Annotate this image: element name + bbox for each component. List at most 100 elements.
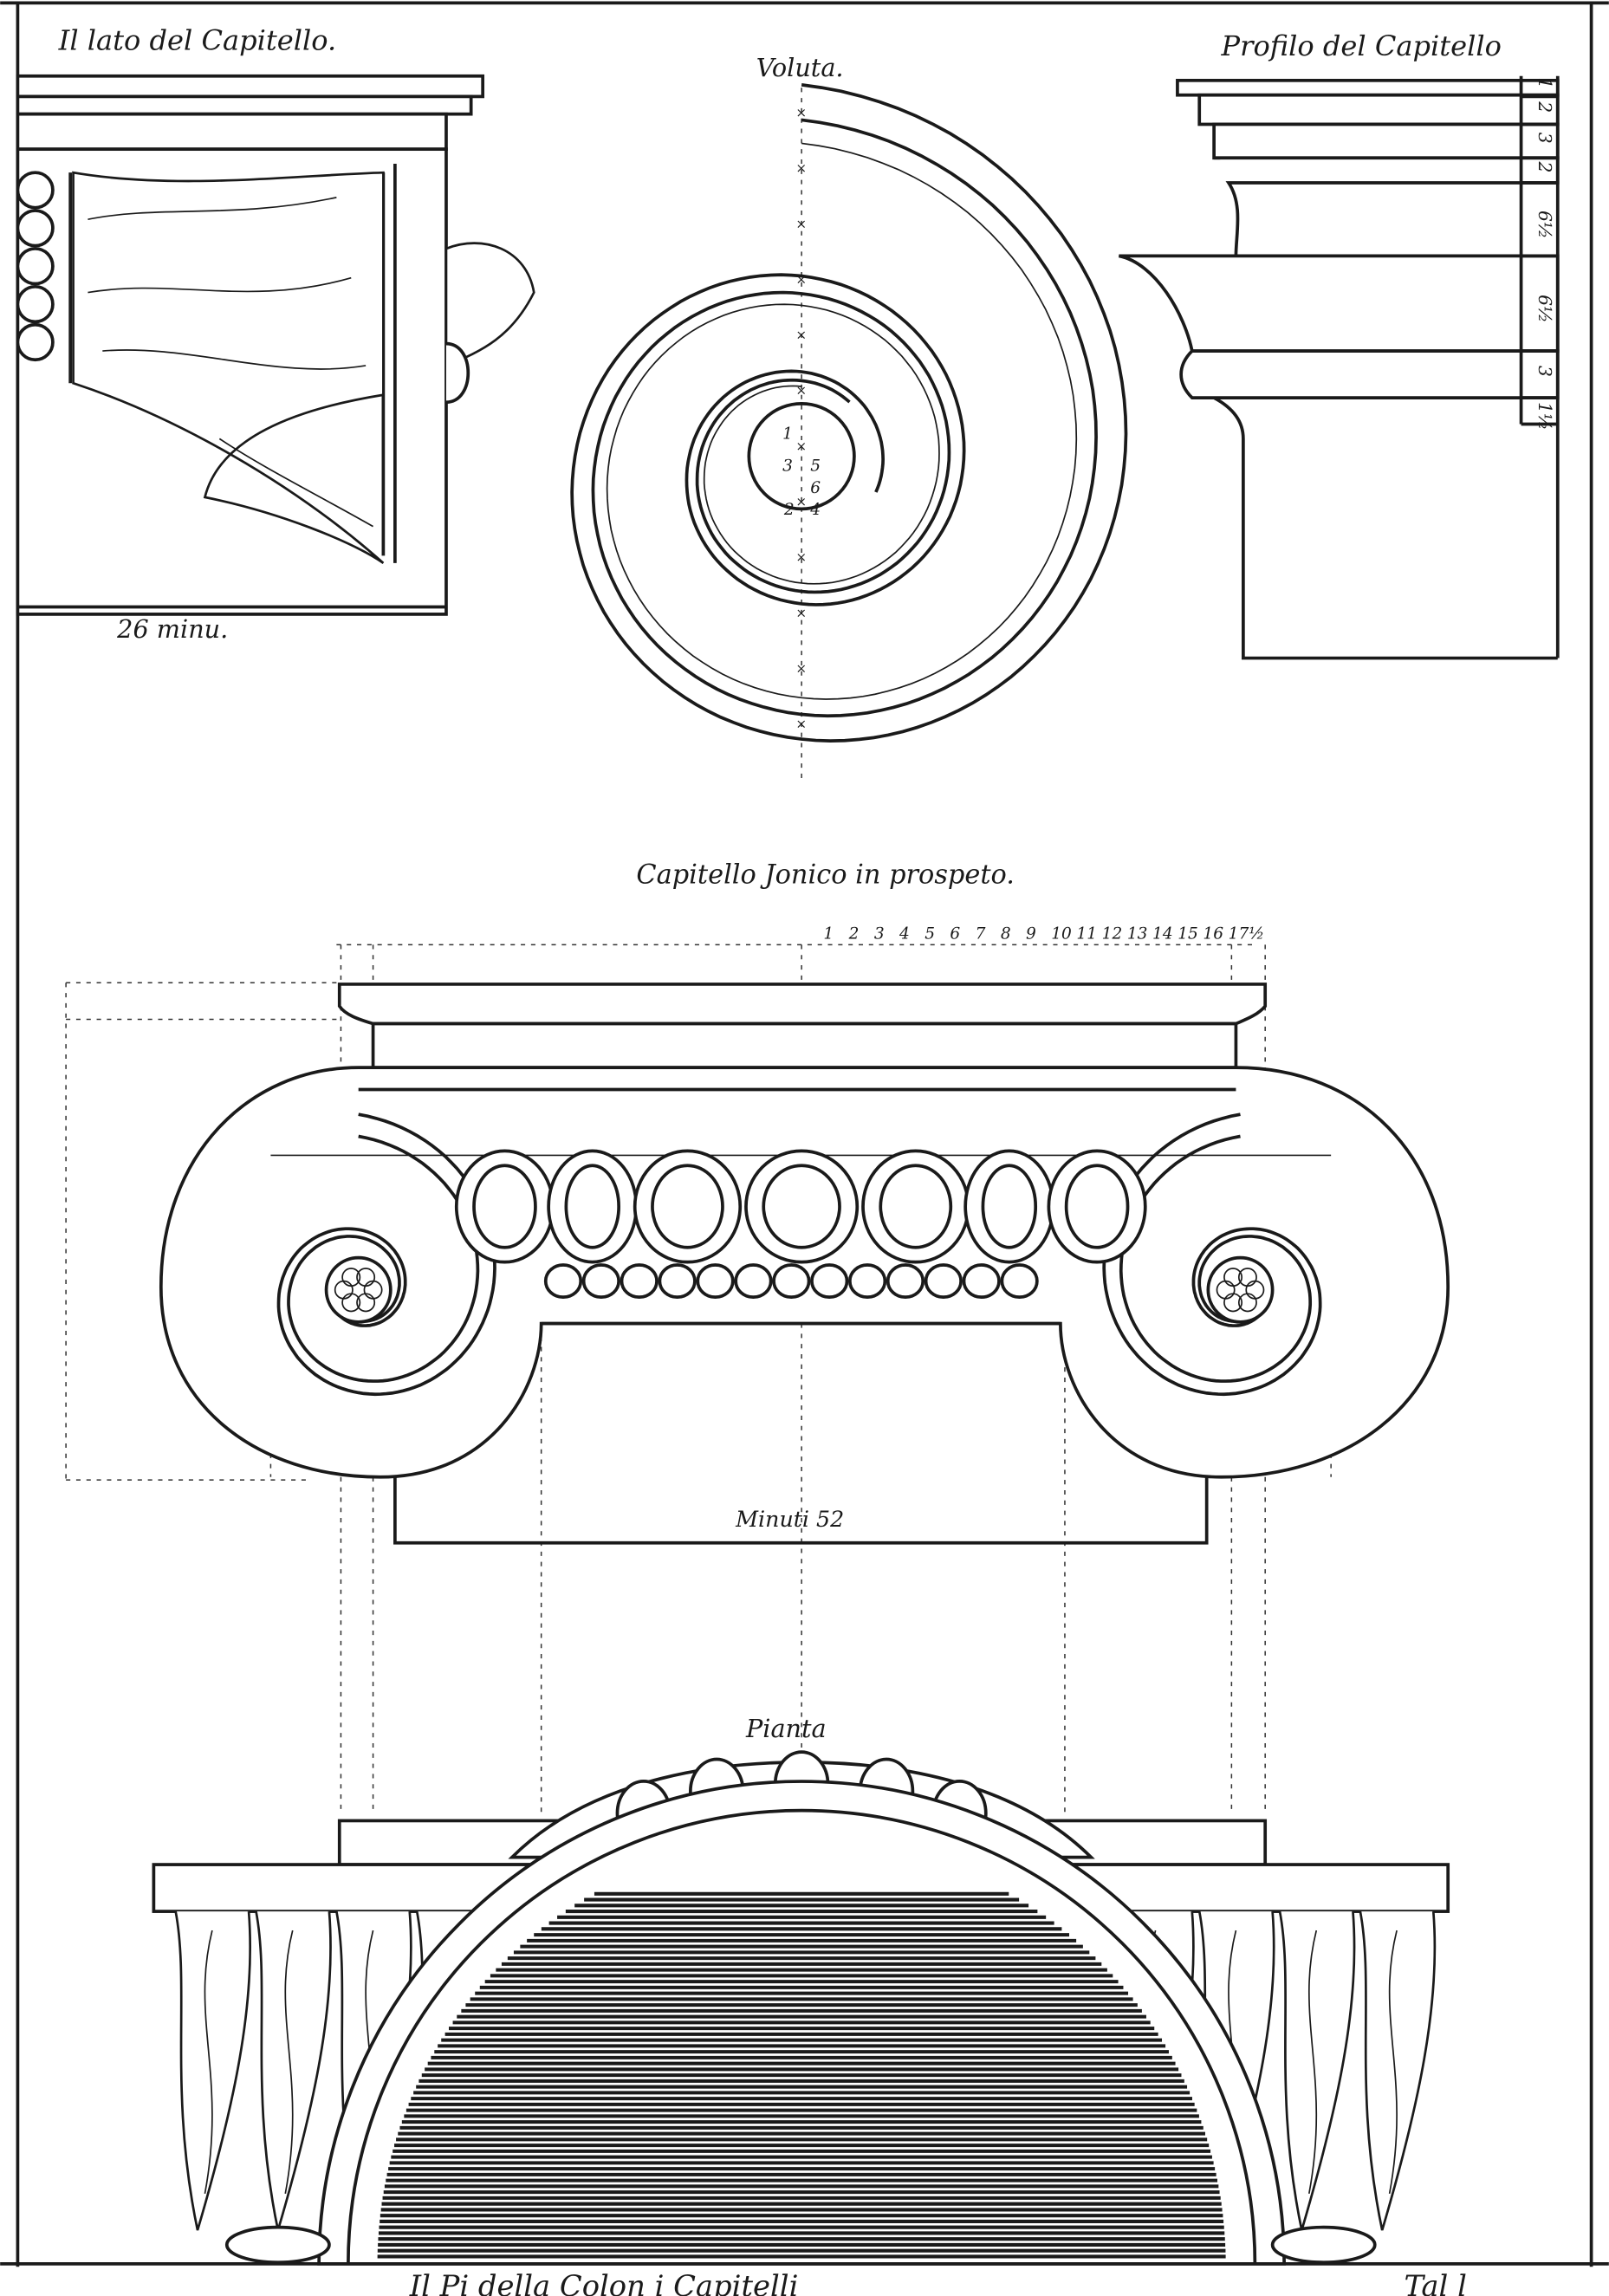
rosette-petal <box>1237 1293 1257 1313</box>
bead <box>696 1263 735 1300</box>
front-scale-number: 13 <box>1127 925 1148 944</box>
plan-drawing: Pianta <box>152 1714 1450 2266</box>
volute-tick: × <box>795 216 807 231</box>
bead <box>886 1263 925 1300</box>
volute-tick: × <box>795 328 807 343</box>
eye-number: 1 <box>782 425 793 443</box>
profile-scale-number: 6½ <box>1534 211 1555 239</box>
volute-tick: × <box>795 160 807 176</box>
spiral-line <box>1102 1112 1322 1397</box>
volute-tick: × <box>795 383 807 399</box>
volute-tick: × <box>795 549 807 565</box>
rosette-petal <box>1237 1268 1257 1287</box>
front-scale-number: 14 <box>1152 925 1173 944</box>
bead <box>543 1263 583 1300</box>
egg <box>879 1164 953 1249</box>
plan-base-rolls <box>224 2225 1377 2265</box>
egg <box>651 1164 724 1249</box>
front-scale-number: 11 <box>1076 925 1097 944</box>
egg <box>762 1164 841 1249</box>
spiral-line <box>287 1134 480 1383</box>
profile-scale-number: 6½ <box>1534 295 1555 323</box>
bead <box>924 1263 963 1300</box>
egg <box>564 1164 620 1249</box>
volute-tick: × <box>795 494 807 509</box>
volute-tick: × <box>795 438 807 454</box>
front-scale-number: 6 <box>950 925 960 944</box>
volute-eye-rosette <box>324 1255 393 1324</box>
plan-title: Pianta <box>745 1714 827 1743</box>
volute-tick: × <box>795 717 807 732</box>
egg <box>981 1164 1038 1249</box>
volute-title: Voluta. <box>756 53 844 82</box>
leaf-vein <box>1388 1930 1398 2195</box>
front-scale-number: 12 <box>1102 925 1123 944</box>
egg <box>1064 1164 1130 1249</box>
bead <box>1000 1263 1039 1300</box>
leaf-vein <box>1307 1930 1318 2195</box>
profile-scale-number: 3 <box>1534 366 1555 377</box>
eye-number: 6 <box>810 479 821 497</box>
front-scale-number: 8 <box>1001 925 1011 944</box>
profile-scale-number: 1 <box>1534 77 1555 88</box>
front-scale-number: 15 <box>1178 925 1198 944</box>
side-view-bolster-rolls <box>16 171 55 362</box>
side-view-title: Il lato del Capitello. <box>58 23 337 56</box>
bead <box>962 1263 1001 1300</box>
volute-eye-rosette <box>1206 1255 1275 1324</box>
bead <box>734 1263 773 1300</box>
acanthus-leaf <box>174 1910 252 2231</box>
egg <box>472 1164 537 1249</box>
leaf-vein <box>284 1930 294 2195</box>
bead <box>847 1263 887 1300</box>
profile-scale-number: 2 <box>1534 161 1555 173</box>
front-scale-number: 4 <box>899 925 910 944</box>
rosette-petal <box>356 1268 376 1287</box>
front-scale-number: 10 <box>1051 925 1072 944</box>
plate-caption-right: Tal l <box>1405 2269 1467 2296</box>
eye-number: 3 <box>782 457 793 476</box>
leaf-vein <box>204 1930 213 2195</box>
volute-tick: × <box>795 660 807 676</box>
eye-number: 4 <box>809 501 821 519</box>
front-scale-number: 9 <box>1026 925 1036 944</box>
spiral-line <box>276 1112 496 1397</box>
volute-tick: × <box>795 271 807 287</box>
volute-tick: × <box>795 105 807 120</box>
front-scale-number: 1 <box>823 925 834 944</box>
front-scale-number: 3 <box>874 925 885 944</box>
eye-number: 5 <box>810 457 821 476</box>
front-scale-number: 16 <box>1203 925 1223 944</box>
acanthus-leaf <box>1359 1910 1437 2231</box>
acanthus-leaf <box>255 1910 332 2231</box>
plate-caption: Il Pi della Colon i Capitelli <box>409 2269 799 2296</box>
bead <box>658 1263 697 1300</box>
profile-scale-number: 1½ <box>1534 402 1555 431</box>
eye-number: 2 <box>783 501 795 519</box>
spiral-line <box>570 83 1128 743</box>
front-scale-number: 5 <box>925 925 935 944</box>
rosette-petal <box>356 1293 376 1313</box>
bead <box>620 1263 659 1300</box>
volute-tick: × <box>795 605 807 620</box>
spiral-line <box>591 118 1098 718</box>
front-scale-number: 17½ <box>1229 925 1265 944</box>
side-view-width-label: 26 minu. <box>116 614 228 644</box>
rosette-petal <box>341 1268 361 1287</box>
rosette-petal <box>1223 1268 1243 1287</box>
bead <box>772 1263 811 1300</box>
front-scale-number: 2 <box>848 925 860 944</box>
profile-scale-number: 2 <box>1534 101 1555 113</box>
volute-drawing: Voluta. × × × × × × × × × × × × 1 3 5 6 2 4 <box>570 53 1128 783</box>
front-width-label: Minuti 52 <box>735 1507 844 1532</box>
profile-title: Profilo del Capitello <box>1221 29 1502 62</box>
front-scale-number: 7 <box>976 925 986 944</box>
side-view-drawing: Il lato del Capitello. 26 minu. <box>16 23 535 644</box>
spiral-line <box>606 142 1078 700</box>
acanthus-leaf <box>1278 1910 1356 2231</box>
spiral-line <box>1119 1134 1313 1383</box>
bead <box>581 1263 620 1300</box>
